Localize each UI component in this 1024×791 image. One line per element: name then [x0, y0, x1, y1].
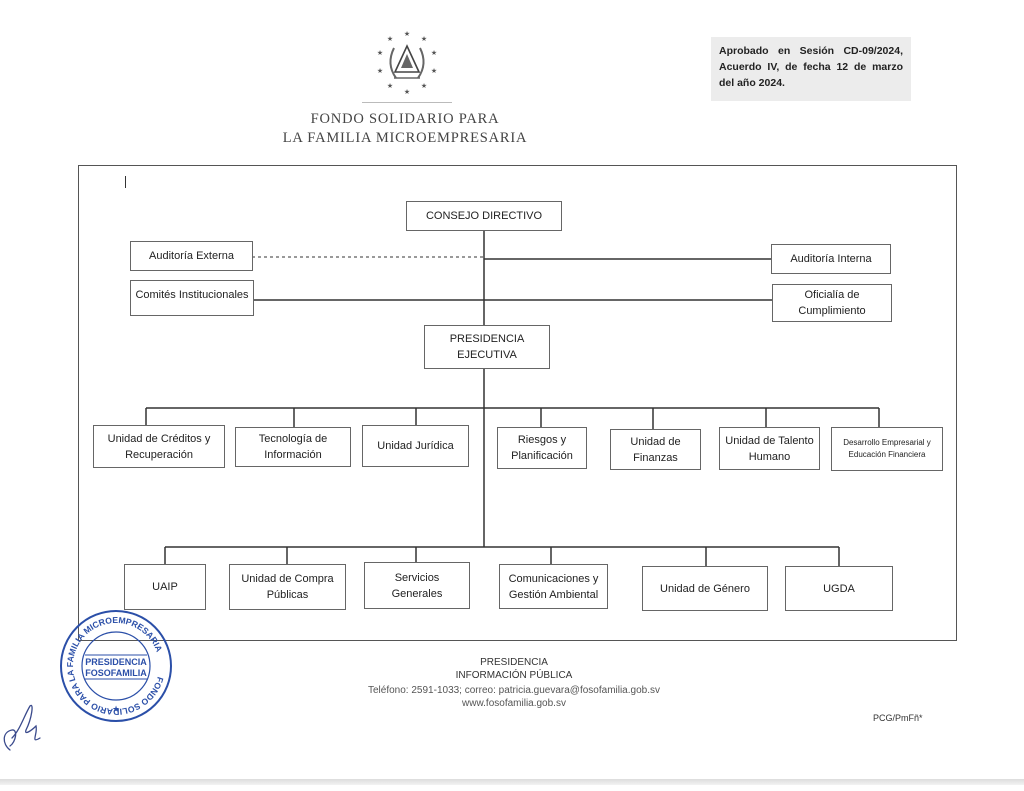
unit-communications-box: Comunicaciones y Gestión Ambiental — [499, 564, 608, 609]
svg-text:★: ★ — [377, 67, 383, 75]
unit-risk-box: Riesgos y Planificación — [497, 427, 587, 469]
header-divider — [362, 102, 452, 103]
stamp-line-2: FOSOFAMILIA — [85, 668, 147, 678]
internal-audit-box: Auditoría Interna — [771, 244, 891, 274]
organization-name-line-1: FONDO SOLIDARIO PARA — [310, 111, 500, 127]
footer-website: www.fosofamilia.gob.sv — [462, 698, 566, 709]
approval-note: Aprobado en Sesión CD-09/2024, Acuerdo I… — [711, 37, 911, 101]
svg-text:★: ★ — [431, 49, 437, 57]
unit-hr-box: Unidad de Talento Humano — [719, 427, 820, 470]
unit-finance-box: Unidad de Finanzas — [610, 429, 701, 470]
stamp-line-1: PRESIDENCIA — [85, 657, 147, 667]
svg-text:★: ★ — [377, 49, 383, 57]
handwritten-signature — [3, 704, 41, 751]
board-box: CONSEJO DIRECTIVO — [406, 201, 562, 231]
unit-legal-box: Unidad Jurídica — [362, 425, 469, 467]
svg-text:★: ★ — [404, 88, 410, 96]
unit-procurement-box: Unidad de Compra Públicas — [229, 564, 346, 610]
unit-business-dev-box: Desarrollo Empresarial y Educación Finan… — [831, 427, 943, 471]
organization-name-line-2: LA FAMILIA MICROEMPRESARIA — [282, 130, 528, 146]
svg-text:★: ★ — [421, 82, 427, 90]
text-cursor-mark — [125, 176, 126, 188]
external-audit-box: Auditoría Externa — [130, 241, 253, 271]
official-stamp: FONDO SOLIDARIO PARA LA FAMILIA MICROEMP… — [58, 608, 174, 724]
national-coat-of-arms-icon: ★ ★ ★ ★ ★ ★ ★ ★ ★ ★ — [377, 30, 437, 96]
footer-presidency: PRESIDENCIA — [480, 657, 548, 668]
unit-uaip-box: UAIP — [124, 564, 206, 610]
footer-public-info: INFORMACIÓN PÚBLICA — [455, 670, 573, 681]
compliance-box: Oficialía de Cumplimiento — [772, 284, 892, 322]
unit-gender-box: Unidad de Género — [642, 566, 768, 611]
org-chart-frame — [78, 165, 957, 641]
svg-text:★: ★ — [404, 30, 410, 38]
presidency-box: PRESIDENCIA EJECUTIVA — [424, 325, 550, 369]
unit-credits-box: Unidad de Créditos y Recuperación — [93, 425, 225, 468]
svg-text:★: ★ — [421, 35, 427, 43]
unit-general-services-box: Servicios Generales — [364, 562, 470, 609]
committees-box: Comités Institucionales — [130, 280, 254, 316]
unit-ugda-box: UGDA — [785, 566, 893, 611]
stamp-star-icon: ★ — [112, 705, 120, 715]
svg-text:★: ★ — [431, 67, 437, 75]
svg-text:★: ★ — [387, 35, 393, 43]
unit-it-box: Tecnología de Información — [235, 427, 351, 467]
page-bottom-edge — [0, 779, 1024, 785]
footer-contact: Teléfono: 2591-1033; correo: patricia.gu… — [368, 685, 660, 696]
svg-text:★: ★ — [387, 82, 393, 90]
reference-code: PCG/PmFñ* — [873, 713, 923, 723]
